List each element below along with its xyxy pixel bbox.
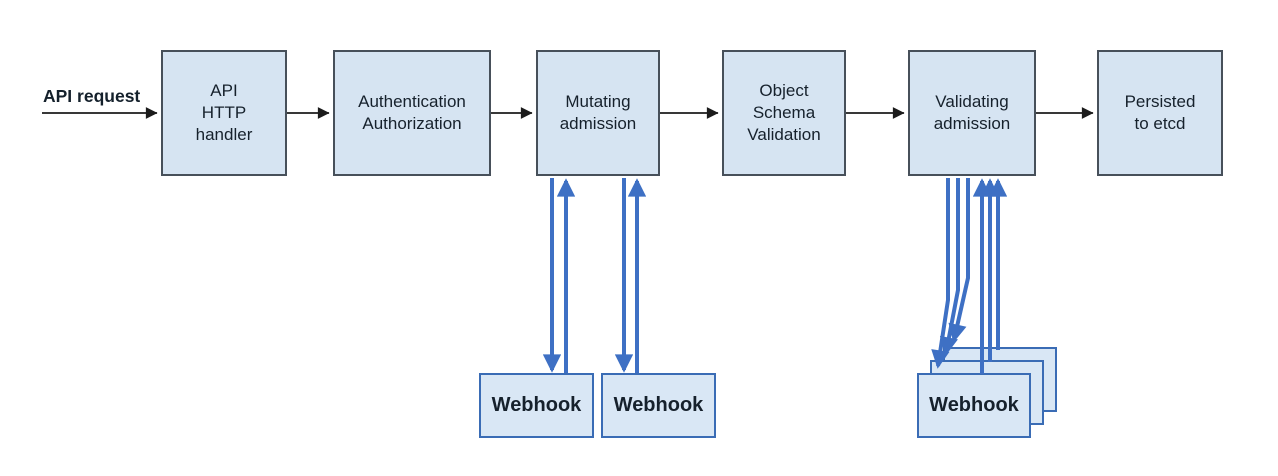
box-validating-admission: Validating admission	[908, 50, 1036, 176]
box-label: Persisted to etcd	[1124, 91, 1196, 133]
arrow-validating-to-webhooks-1	[931, 178, 950, 369]
webhook-label: Webhook	[613, 394, 704, 416]
box-api-http-handler: API HTTP handler	[161, 50, 287, 176]
box-persisted-to-etcd: Persisted to etcd	[1097, 50, 1223, 176]
box-label: Object Schema Validation	[747, 80, 821, 145]
box-authentication-authorization: Authentication Authorization	[333, 50, 491, 176]
arrow-validating-to-webhooks-3	[948, 178, 970, 343]
box-label: API HTTP handler	[195, 80, 253, 145]
box-label: Mutating admission	[559, 91, 637, 133]
box-object-schema-validation: Object Schema Validation	[722, 50, 846, 176]
mutating-webhook-box-2: Webhook	[601, 373, 716, 438]
mutating-webhook-box-1: Webhook	[479, 373, 594, 438]
webhook-label: Webhook	[491, 394, 582, 416]
api-request-label: API request	[43, 86, 141, 106]
box-mutating-admission: Mutating admission	[536, 50, 660, 176]
webhook-label: Webhook	[929, 394, 1019, 416]
box-label: Authentication Authorization	[358, 91, 466, 133]
box-label: Validating admission	[933, 91, 1011, 133]
validating-webhook-stack-front: Webhook	[917, 373, 1031, 438]
